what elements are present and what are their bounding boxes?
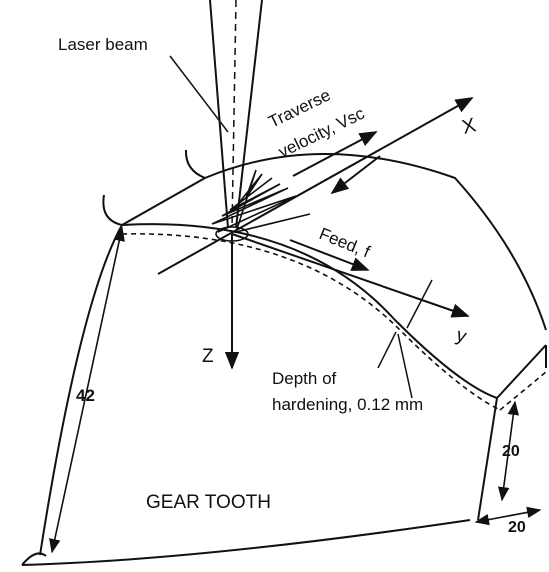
- gear-tooth-body: [21, 149, 547, 566]
- bottom-hook: [21, 552, 47, 566]
- depth-leader-2: [397, 333, 413, 399]
- laser-beam-leader: [169, 55, 229, 133]
- laser-beam-label: Laser beam: [58, 35, 148, 54]
- depth-label-line1: Depth of: [272, 369, 337, 388]
- depth-label-line2: hardening, 0.12 mm: [272, 395, 423, 414]
- top-left-edge: [121, 177, 206, 226]
- y-axis-label: y: [453, 325, 469, 348]
- feed-arrow: [289, 239, 370, 271]
- bottom-root-curve: [21, 519, 471, 566]
- right-face-edge: [477, 397, 498, 521]
- x-axis-arrow: [157, 97, 474, 275]
- x-axis-label: X: [460, 114, 478, 139]
- y-axis-arrow: [231, 233, 470, 318]
- z-axis-label: Z: [202, 346, 214, 367]
- gear-tooth-label: GEAR TOOTH: [146, 492, 271, 513]
- depth-leader-3: [406, 279, 433, 329]
- scan-track: [211, 169, 311, 234]
- dim-20-side-label: 20: [502, 443, 520, 460]
- dim-42-line: [49, 226, 125, 554]
- hardening-depth-dashed-front: [121, 233, 501, 411]
- dim-20-width-label: 20: [508, 519, 526, 536]
- top-hook: [184, 149, 206, 179]
- dim-20-width-line: [474, 506, 542, 526]
- depth-leader-1: [377, 331, 397, 369]
- top-right-edge: [496, 344, 547, 399]
- traverse-arrow-back: [330, 155, 381, 195]
- left-hook: [102, 194, 123, 226]
- top-back-edge: [204, 153, 547, 331]
- top-front-edge: [121, 223, 498, 399]
- dim-42-label: 42: [76, 386, 95, 405]
- feed-label: Feed, f: [317, 224, 373, 262]
- traverse-arrow-forward: [292, 131, 378, 177]
- laser-beam: [209, 0, 263, 229]
- dim-20-side-line: [497, 400, 520, 502]
- hardening-depth-dashed-back: [499, 371, 547, 411]
